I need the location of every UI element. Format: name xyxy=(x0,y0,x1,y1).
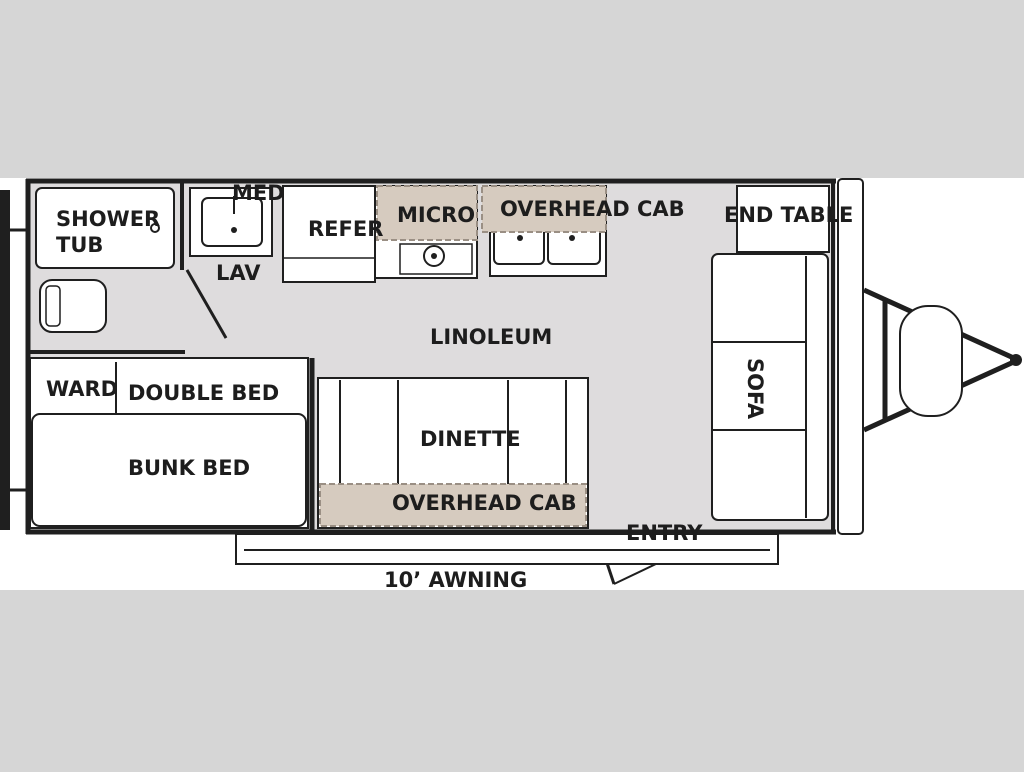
shower-tub xyxy=(35,187,175,269)
overhead-cab-top-label: OVERHEAD CAB xyxy=(500,197,685,221)
shower-drain xyxy=(150,223,160,233)
sofa-label: SOFA xyxy=(743,358,767,420)
outer-walls xyxy=(25,178,836,535)
bathroom xyxy=(30,182,228,354)
rear-bumper xyxy=(0,190,10,530)
bunk-bed-label: BUNK BED xyxy=(128,456,250,480)
overhead-cab-bottom xyxy=(319,483,587,527)
shower-tub-label-line2: TUB xyxy=(56,233,103,257)
entry-label: ENTRY xyxy=(626,521,703,545)
microwave-cabinet xyxy=(376,185,478,241)
ward-label: WARD xyxy=(46,377,118,401)
linoleum-label: LINOLEUM xyxy=(430,325,552,349)
lav-sink xyxy=(189,187,273,257)
double-bed-label: DOUBLE BED xyxy=(128,381,279,405)
hitch-coupler xyxy=(1010,354,1022,366)
med-label: MED xyxy=(232,181,285,205)
front-cap xyxy=(837,178,864,535)
refer-label: REFER xyxy=(308,217,383,241)
bunk-bed xyxy=(31,413,307,527)
lav-label: LAV xyxy=(216,261,261,285)
dinette xyxy=(317,377,589,529)
overhead-cab-bottom-label: OVERHEAD CAB xyxy=(392,491,577,515)
overhead-cab-top xyxy=(481,185,607,233)
micro-label: MICRO xyxy=(397,203,475,227)
awning-label: 10’ AWNING xyxy=(384,568,527,592)
shower-tub-label-line1: SHOWER xyxy=(56,207,160,231)
dinette-label: DINETTE xyxy=(420,427,521,451)
propane-tank xyxy=(899,305,963,417)
end-table xyxy=(736,185,830,253)
sofa xyxy=(711,253,829,521)
end-table-label: END TABLE xyxy=(724,203,853,227)
bedroom xyxy=(29,357,315,532)
